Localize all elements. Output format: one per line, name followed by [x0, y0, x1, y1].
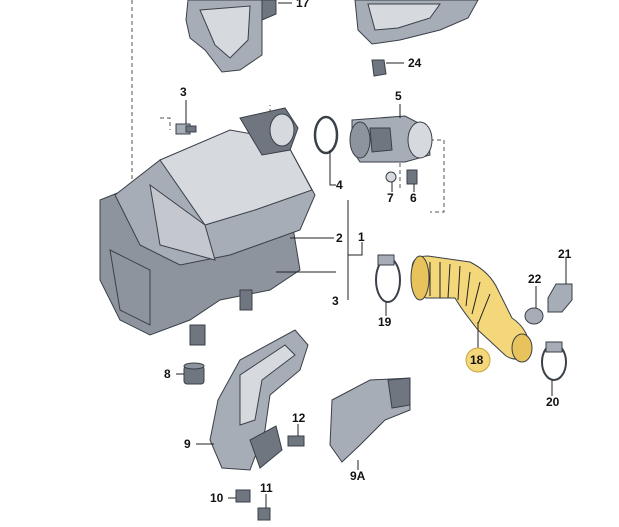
label-10: 10 — [210, 491, 224, 505]
label-9: 9 — [184, 437, 191, 451]
label-3-top: 3 — [180, 85, 187, 99]
label-1: 1 — [358, 230, 365, 244]
label-22: 22 — [528, 272, 542, 286]
label-2: 2 — [336, 231, 343, 245]
label-18: 18 — [470, 353, 484, 367]
screw-part-6 — [406, 169, 418, 185]
label-19: 19 — [378, 315, 392, 329]
air-duct-part-9a — [329, 377, 411, 463]
label-5: 5 — [395, 89, 402, 103]
air-filter-housing — [99, 107, 316, 346]
label-11: 11 — [260, 481, 273, 495]
label-21: 21 — [558, 247, 572, 261]
leader-lines — [176, 2, 567, 508]
part-labels: 17 24 3 5 4 7 6 2 1 3 21 22 19 18 8 20 1… — [164, 0, 572, 505]
label-20: 20 — [546, 395, 560, 409]
hose-clamp-part-20 — [541, 341, 567, 381]
valve-part-22 — [524, 307, 544, 325]
label-24: 24 — [408, 56, 422, 70]
label-4: 4 — [336, 178, 343, 192]
upper-cover-part — [354, 0, 479, 77]
label-17: 17 — [296, 0, 310, 10]
clip-part-10 — [235, 489, 251, 503]
label-8: 8 — [164, 367, 171, 381]
air-duct-part-9 — [209, 329, 309, 471]
rubber-mount-part-8 — [183, 362, 205, 385]
elbow-fitting-part-21 — [547, 283, 573, 313]
label-3-bottom: 3 — [332, 294, 339, 308]
hose-clamp-part-19 — [375, 254, 401, 303]
label-9a: 9A — [350, 469, 366, 483]
washer-part-7 — [385, 171, 397, 183]
air-mass-meter-part-5 — [349, 115, 433, 163]
screw-part-11 — [257, 507, 271, 521]
screw-part-3 — [175, 123, 197, 135]
upper-bracket-part — [185, 0, 277, 73]
label-12: 12 — [292, 411, 306, 425]
screw-part-12 — [287, 435, 305, 447]
o-ring-part-4 — [313, 115, 339, 155]
label-7: 7 — [387, 191, 394, 205]
intake-hose-part-18 — [410, 255, 533, 363]
label-6: 6 — [410, 191, 417, 205]
label-18-highlight — [465, 347, 491, 373]
